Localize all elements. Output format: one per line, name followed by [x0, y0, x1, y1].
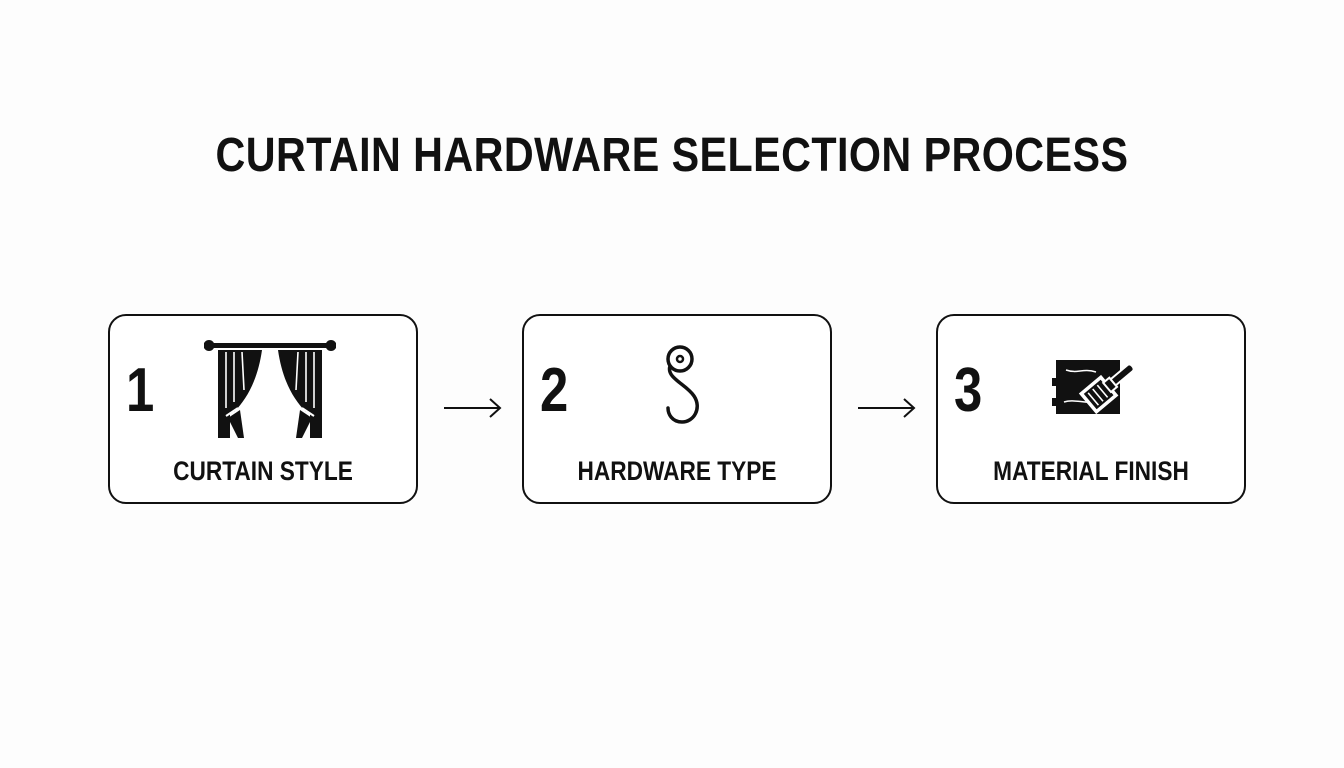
curtain-icon [204, 338, 336, 438]
page-title: CURTAIN HARDWARE SELECTION PROCESS [215, 129, 1129, 182]
hook-icon [660, 344, 708, 426]
step-label: CURTAIN STYLE [173, 456, 353, 486]
step-label: MATERIAL FINISH [993, 456, 1189, 486]
step-number: 3 [954, 356, 983, 425]
step-card-hardware-type: 2 HARDWARE TYPE [522, 314, 832, 504]
step-card-material-finish: 3 MATERIAL FINISH [936, 314, 1246, 504]
paintbrush-icon [1048, 356, 1144, 420]
step-number: 2 [540, 356, 569, 425]
step-card-curtain-style: 1 CURTAIN STYLE [108, 314, 418, 504]
arrow-right-icon [856, 396, 918, 420]
step-label: HARDWARE TYPE [577, 456, 777, 486]
arrow-right-icon [442, 396, 504, 420]
step-number: 1 [126, 356, 155, 425]
